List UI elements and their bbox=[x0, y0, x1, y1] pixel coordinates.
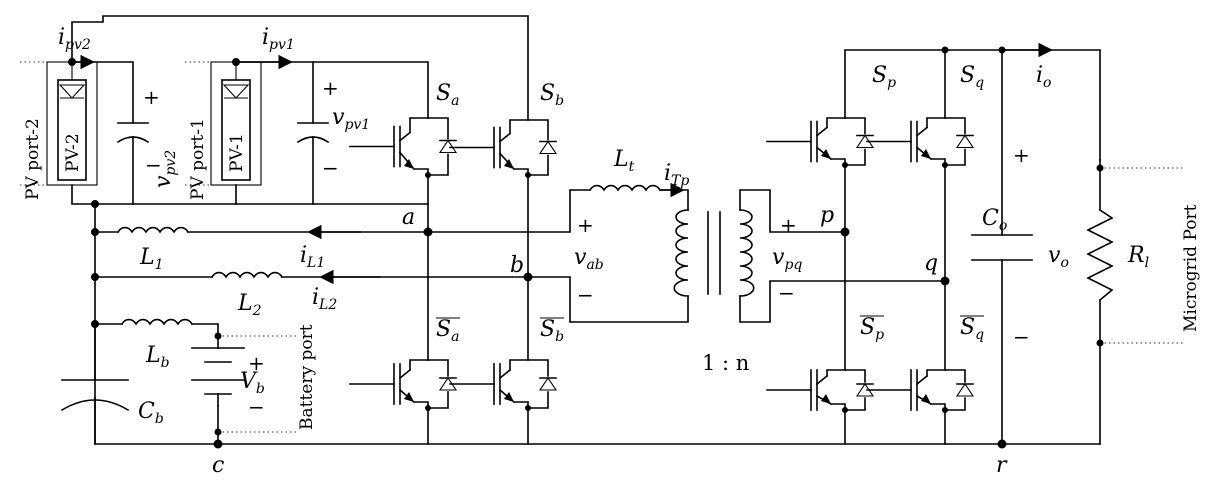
label-pv2-port: PV port-2 bbox=[23, 118, 43, 200]
label-vpq: vpq bbox=[772, 245, 802, 273]
label-ratio: 1 : n bbox=[702, 351, 749, 375]
label-sb: Sb bbox=[540, 81, 564, 109]
label-l2: L2 bbox=[237, 291, 262, 319]
label-sb-bar: Sb bbox=[540, 317, 564, 345]
label-sp: Sp bbox=[872, 63, 896, 91]
label-sa: Sa bbox=[436, 81, 459, 109]
sign-vb-plus: + bbox=[248, 351, 265, 375]
inductor-l2 bbox=[210, 271, 284, 279]
sw-sa bbox=[349, 117, 458, 176]
sw-sa-bar bbox=[349, 359, 458, 409]
sw-sq bbox=[866, 117, 975, 166]
sign-vo-plus: + bbox=[1013, 143, 1030, 167]
sign-vb-minus: − bbox=[248, 395, 265, 419]
node-b: b bbox=[510, 253, 524, 278]
label-sq: Sq bbox=[960, 63, 984, 91]
node-a: a bbox=[402, 205, 415, 230]
label-io: io bbox=[1036, 63, 1051, 91]
label-lb: Lb bbox=[145, 343, 170, 371]
label-vb: Vb bbox=[240, 369, 265, 397]
label-itp: iTp bbox=[664, 161, 689, 189]
transformer bbox=[673, 209, 755, 297]
label-lt: Lt bbox=[613, 147, 635, 175]
sign-vpv1-minus: − bbox=[322, 156, 339, 180]
sign-vpq-minus: − bbox=[778, 281, 795, 305]
pv-negative-bus bbox=[71, 184, 429, 205]
sign-vpv1-plus: + bbox=[322, 76, 339, 100]
inductor-lt bbox=[588, 184, 662, 192]
wires bbox=[71, 15, 1101, 445]
battery bbox=[191, 335, 298, 433]
label-sa-bar: Sa bbox=[436, 317, 459, 345]
label-il1: iL1 bbox=[300, 243, 325, 271]
capacitor-pv1 bbox=[296, 122, 330, 144]
capacitor-pv2 bbox=[116, 122, 150, 144]
labels: ipv2 ipv1 PV port-2 PV-2 PV port-1 PV-1 … bbox=[23, 25, 1201, 478]
label-cb: Cb bbox=[138, 399, 164, 427]
sw-sq-bar bbox=[866, 369, 975, 411]
sw-sp bbox=[766, 117, 875, 166]
pv1-positive-wire bbox=[235, 61, 429, 119]
label-sq-bar: Sq bbox=[960, 315, 984, 343]
sw-sb bbox=[449, 119, 558, 176]
node-c: c bbox=[212, 453, 224, 478]
label-co: Co bbox=[982, 206, 1007, 234]
node-r: r bbox=[996, 453, 1008, 478]
sign-vpq-plus: + bbox=[780, 213, 797, 237]
node-q: q bbox=[924, 251, 938, 276]
sign-vpv2-plus: + bbox=[143, 85, 160, 109]
sign-vo-minus: − bbox=[1013, 325, 1030, 349]
label-pv1-port: PV port-1 bbox=[188, 118, 208, 200]
label-microgrid-port: Microgrid Port bbox=[1181, 204, 1201, 332]
capacitor-co bbox=[971, 234, 1033, 261]
label-ipv1: ipv1 bbox=[262, 25, 295, 53]
sign-vab-plus: + bbox=[577, 213, 594, 237]
sw-sb-bar bbox=[449, 359, 558, 409]
top-wire bbox=[71, 15, 529, 121]
junction-dots bbox=[68, 46, 1104, 449]
label-sp-bar: Sp bbox=[860, 315, 884, 343]
label-vab: vab bbox=[574, 245, 604, 273]
sign-vpv2-minus: − bbox=[145, 153, 162, 177]
label-vpv1: vpv1 bbox=[332, 105, 370, 133]
label-l1: L1 bbox=[139, 245, 164, 273]
resistor-rl bbox=[1086, 167, 1185, 344]
sign-vab-minus: − bbox=[577, 283, 594, 307]
node-p: p bbox=[820, 203, 834, 228]
sw-sp-bar bbox=[766, 369, 875, 411]
label-battery-port: Battery port bbox=[297, 324, 317, 430]
current-arrows bbox=[71, 42, 1053, 285]
label-pv2-panel: PV-2 bbox=[63, 133, 83, 172]
label-pv1-panel: PV-1 bbox=[227, 133, 247, 172]
inductor-lb bbox=[120, 318, 194, 326]
inductor-l1 bbox=[116, 226, 190, 234]
label-rl: Rl bbox=[1127, 243, 1149, 271]
label-vpv2: vpv2 bbox=[151, 150, 179, 188]
label-il2: iL2 bbox=[312, 285, 337, 313]
capacitor-cb bbox=[60, 379, 130, 412]
label-vo: vo bbox=[1048, 243, 1069, 271]
label-ipv2: ipv2 bbox=[58, 25, 91, 53]
switches bbox=[349, 117, 975, 411]
